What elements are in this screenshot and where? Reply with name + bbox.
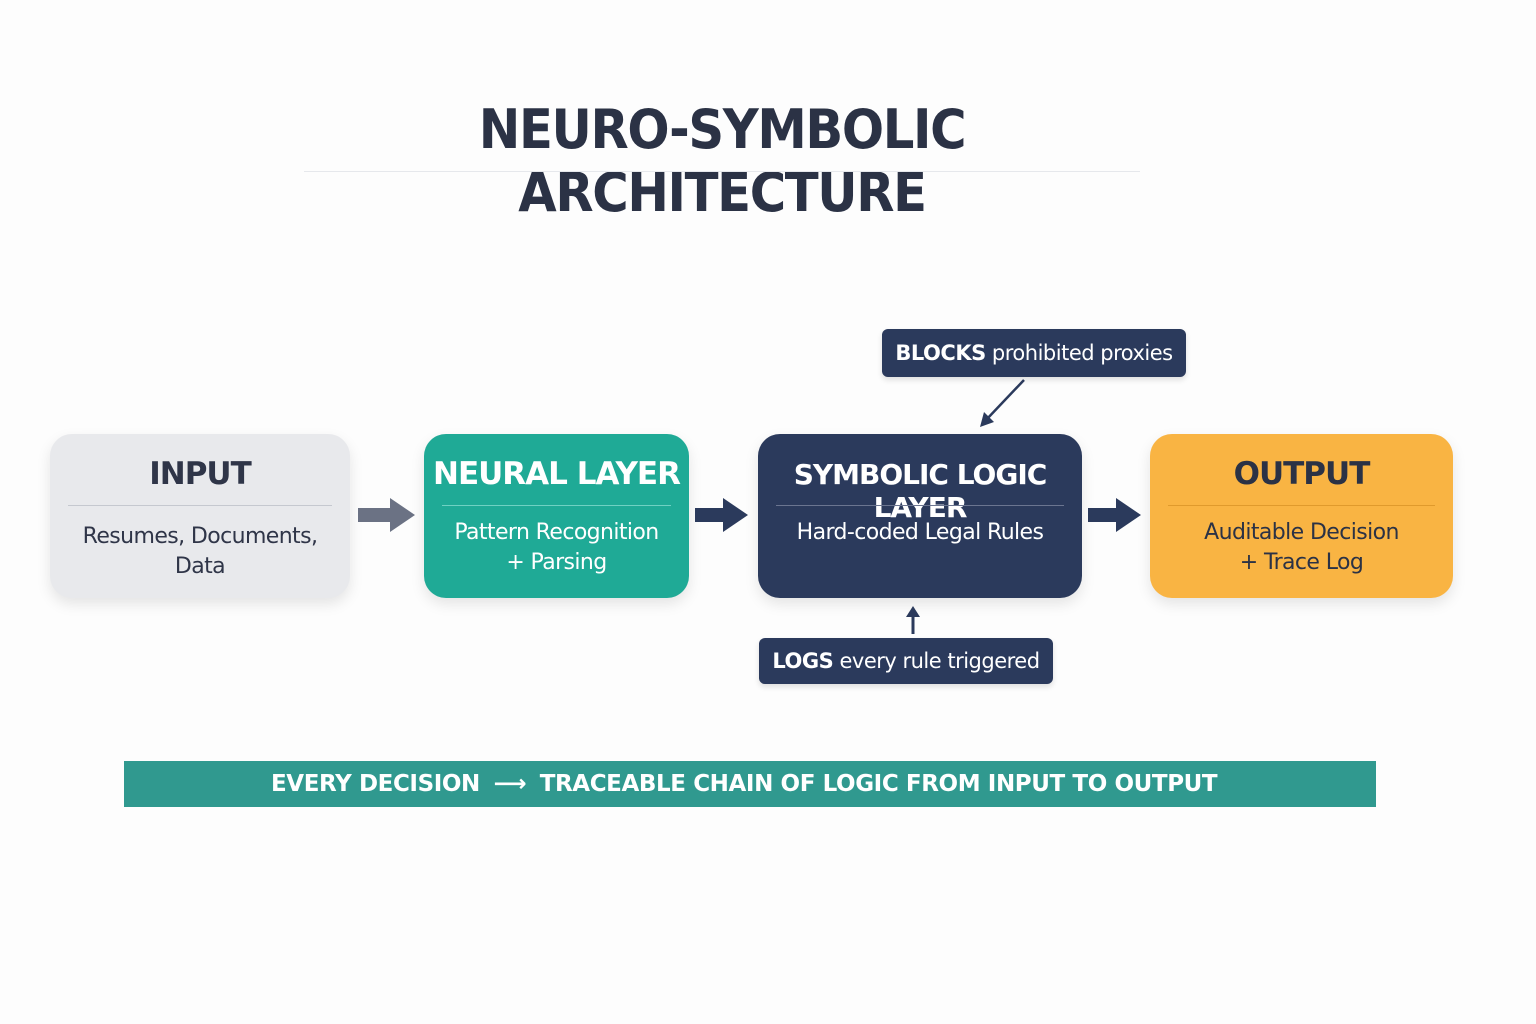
symbolic-logic-layer-title: SYMBOLIC LOGIC LAYER xyxy=(793,458,1048,524)
right-arrow-icon xyxy=(695,498,748,532)
banner-right-text: TRACEABLE CHAIN OF LOGIC FROM INPUT TO O… xyxy=(539,771,1218,797)
traceability-banner: EVERY DECISION ⟶ TRACEABLE CHAIN OF LOGI… xyxy=(124,761,1376,807)
blocks-callout-keyword: BLOCKS xyxy=(895,341,986,365)
logs-callout-text: every rule triggered xyxy=(839,649,1040,673)
neural-layer-title: NEURAL LAYER xyxy=(433,456,681,492)
right-arrow-icon xyxy=(1088,498,1141,532)
banner-left-text: EVERY DECISION xyxy=(271,771,480,797)
neural-layer-text: Pattern Recognition + Parsing xyxy=(454,520,659,575)
logs-callout-keyword: LOGS xyxy=(772,649,834,673)
symbolic-logic-layer-divider xyxy=(776,505,1064,506)
symbolic-logic-layer-box: SYMBOLIC LOGIC LAYER Hard-coded Legal Ru… xyxy=(758,434,1082,598)
logs-callout: LOGS every rule triggered xyxy=(759,638,1053,684)
title-divider xyxy=(304,171,1140,172)
input-box-title: INPUT xyxy=(149,456,252,492)
blocks-callout: BLOCKS prohibited proxies xyxy=(882,329,1186,377)
long-right-arrow-icon: ⟶ xyxy=(493,771,527,797)
pointer-arrow-icon xyxy=(980,379,1025,427)
right-arrow-icon xyxy=(358,498,415,532)
output-box-divider xyxy=(1168,505,1435,506)
input-box-divider xyxy=(68,505,332,506)
neural-layer-divider xyxy=(442,505,671,506)
pointer-arrow-icon xyxy=(906,606,920,634)
blocks-callout-text: prohibited proxies xyxy=(991,341,1173,365)
input-box-text: Resumes, Documents, Data xyxy=(82,524,318,579)
input-box: INPUT Resumes, Documents, Data xyxy=(50,434,350,598)
neural-layer-box: NEURAL LAYER Pattern Recognition + Parsi… xyxy=(424,434,689,598)
symbolic-logic-layer-text: Hard-coded Legal Rules xyxy=(796,520,1044,545)
diagram-title: NEURO-SYMBOLIC ARCHITECTURE xyxy=(478,98,967,224)
output-box-title: OUTPUT xyxy=(1233,456,1371,492)
output-box-text: Auditable Decision + Trace Log xyxy=(1204,520,1399,575)
output-box: OUTPUT Auditable Decision + Trace Log xyxy=(1150,434,1453,598)
